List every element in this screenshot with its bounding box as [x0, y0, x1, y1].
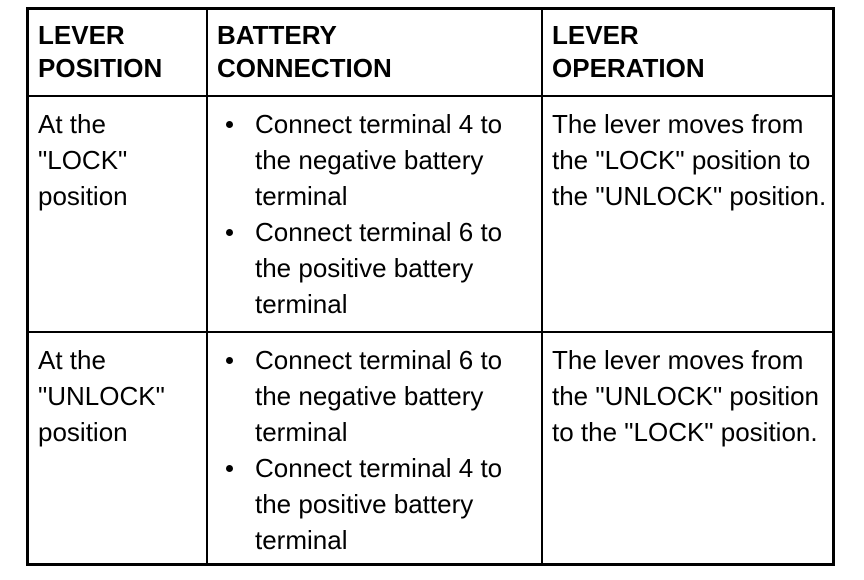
bullet-icon [226, 121, 233, 128]
list-item: Connect terminal 4 to the positive batte… [208, 450, 541, 558]
lever-operation-text-row-1: The lever moves from the "LOCK" position… [552, 109, 827, 211]
cell-lever-position-row-1: At the "LOCK" position [26, 95, 208, 333]
lever-operation-text-row-2: The lever moves from the "UNLOCK" positi… [552, 345, 820, 447]
cell-lever-operation-row-1: The lever moves from the "LOCK" position… [541, 95, 835, 333]
list-item-label: Connect terminal 4 to the positive batte… [255, 453, 503, 555]
header-cell-lever-position: LEVER POSITION [26, 7, 208, 97]
lever-position-text-row-1: At the "LOCK" position [38, 109, 128, 211]
table-row: At the "UNLOCK" position Connect termina… [26, 331, 835, 566]
bullet-icon [226, 229, 233, 236]
list-item: Connect terminal 6 to the negative batte… [208, 342, 541, 450]
list-item-label: Connect terminal 6 to the negative batte… [255, 345, 503, 447]
bullet-icon [226, 357, 233, 364]
battery-connection-list-row-1: Connect terminal 4 to the negative batte… [208, 97, 541, 322]
cell-battery-connection-row-1: Connect terminal 4 to the negative batte… [206, 95, 543, 333]
list-item: Connect terminal 6 to the positive batte… [208, 214, 541, 322]
battery-connection-list-row-2: Connect terminal 6 to the negative batte… [208, 333, 541, 558]
header-label-lever-operation: LEVER OPERATION [552, 20, 705, 83]
header-cell-battery-connection: BATTERY CONNECTION [206, 7, 543, 97]
list-item-label: Connect terminal 6 to the positive batte… [255, 217, 503, 319]
header-label-lever-position: LEVER POSITION [38, 20, 163, 83]
header-cell-lever-operation: LEVER OPERATION [541, 7, 835, 97]
cell-battery-connection-row-2: Connect terminal 6 to the negative batte… [206, 331, 543, 566]
lever-position-table: LEVER POSITION BATTERY CONNECTION LEVER … [26, 7, 835, 566]
lever-position-text-row-2: At the "UNLOCK" position [38, 345, 165, 447]
table-header-row: LEVER POSITION BATTERY CONNECTION LEVER … [26, 7, 835, 97]
list-item: Connect terminal 4 to the negative batte… [208, 106, 541, 214]
header-label-battery-connection: BATTERY CONNECTION [217, 20, 392, 83]
bullet-icon [226, 465, 233, 472]
cell-lever-operation-row-2: The lever moves from the "UNLOCK" positi… [541, 331, 835, 566]
cell-lever-position-row-2: At the "UNLOCK" position [26, 331, 208, 566]
list-item-label: Connect terminal 4 to the negative batte… [255, 109, 503, 211]
table-row: At the "LOCK" position Connect terminal … [26, 95, 835, 333]
